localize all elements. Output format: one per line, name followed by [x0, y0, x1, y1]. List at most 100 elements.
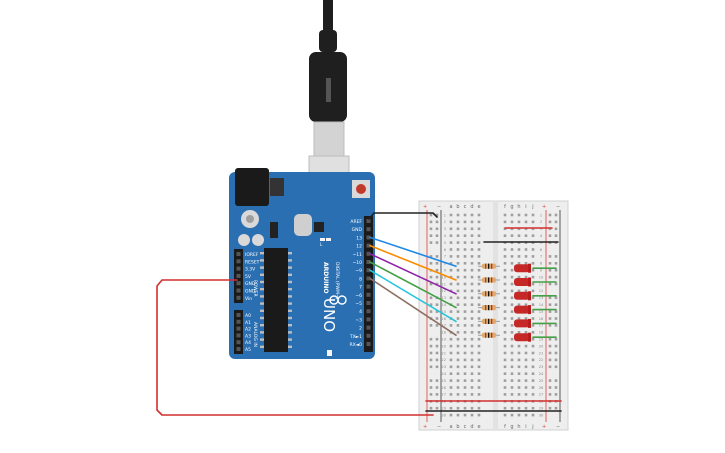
analog-section-label: ANALOG IN: [252, 322, 258, 347]
rail-minus-top-right: −: [556, 204, 560, 210]
resistor[interactable]: [478, 332, 500, 338]
breadboard-hole: [449, 227, 453, 231]
breadboard-hole: [477, 234, 481, 237]
breadboard-hole: [449, 393, 453, 396]
breadboard-hole: [456, 337, 460, 341]
breadboard-hole: [456, 413, 460, 417]
row-number: 17: [441, 324, 446, 328]
rail-hole: [554, 234, 558, 237]
rail-hole: [429, 227, 433, 231]
digital-pin-label: RX◄0: [349, 342, 362, 348]
row-number: 3: [540, 227, 542, 231]
power-jack: [235, 168, 269, 206]
rail-hole: [554, 268, 558, 272]
power-pin-label: Vin: [245, 296, 252, 302]
breadboard-hole: [470, 386, 474, 389]
led-rim: [528, 332, 531, 342]
wire-signal[interactable]: [369, 261, 457, 309]
breadboard-hole: [517, 406, 521, 410]
arduino-board[interactable]: L ARDUINO UNO DIGITAL (PWM~) IOREFRESET3…: [229, 168, 375, 359]
row-number: 27: [539, 393, 544, 397]
resistor-band: [491, 263, 493, 269]
chip-pin: [260, 252, 264, 255]
analog-pin-label: A2: [245, 327, 251, 333]
usb-cable[interactable]: [308, 0, 350, 193]
rail-hole: [554, 324, 558, 327]
led[interactable]: [514, 332, 531, 342]
breadboard-hole: [470, 379, 474, 382]
rail-hole: [435, 268, 439, 272]
column-label: h: [517, 424, 520, 430]
wire-signal[interactable]: [369, 244, 457, 281]
breadboard-hole: [517, 393, 521, 396]
chip-pin: [288, 273, 292, 276]
led[interactable]: [514, 277, 531, 287]
breadboard-hole: [470, 303, 474, 306]
rail-hole: [435, 234, 439, 237]
breadboard-hole: [510, 324, 514, 327]
breadboard-hole: [517, 234, 521, 237]
breadboard-hole: [470, 365, 474, 369]
header-hole: [366, 342, 371, 346]
wire-signal[interactable]: [369, 269, 457, 323]
breadboard-hole: [456, 282, 460, 286]
breadboard-hole: [449, 234, 453, 237]
breadboard-hole: [503, 248, 507, 251]
rail-hole: [548, 324, 552, 327]
resistor[interactable]: [478, 318, 500, 324]
breadboard-hole: [524, 358, 528, 362]
led[interactable]: [514, 291, 531, 301]
led[interactable]: [514, 305, 531, 315]
breadboard-hole: [531, 324, 535, 327]
row-number: 24: [539, 372, 544, 376]
resistor[interactable]: [478, 305, 500, 311]
wire-signal[interactable]: [369, 236, 457, 268]
rail-hole: [548, 317, 552, 320]
breadboard-hole: [503, 268, 507, 272]
breadboard-hole: [503, 344, 507, 348]
breadboard-hole: [524, 275, 528, 279]
column-label: i: [525, 424, 526, 430]
resistor-band: [485, 318, 487, 324]
breadboard-hole: [517, 275, 521, 279]
header-hole: [366, 317, 371, 322]
breadboard-hole: [463, 372, 467, 375]
rail-hole: [435, 351, 439, 355]
rail-hole: [435, 406, 439, 410]
resistor[interactable]: [478, 291, 500, 297]
breadboard-hole: [470, 213, 474, 217]
wire-signal[interactable]: [369, 277, 457, 337]
resistor-band: [488, 305, 490, 311]
row-number: 1: [444, 213, 446, 217]
usb-cord: [323, 0, 333, 30]
column-label: b: [456, 424, 459, 430]
led[interactable]: [514, 318, 531, 328]
led[interactable]: [514, 263, 531, 273]
rail-hole: [429, 324, 433, 327]
breadboard-hole: [463, 331, 467, 334]
breadboard-hole: [503, 365, 507, 369]
wire-power[interactable]: [156, 279, 434, 416]
row-number: 19: [441, 338, 446, 342]
chip-pin: [260, 266, 264, 269]
breadboard-hole: [531, 220, 535, 224]
chip-pin: [260, 324, 264, 327]
breadboard-hole: [470, 227, 474, 231]
wire-signal[interactable]: [369, 253, 457, 295]
reset-button[interactable]: [356, 184, 366, 194]
resistor[interactable]: [478, 277, 500, 283]
breadboard-hole: [517, 386, 521, 389]
power-pin-label: GND: [245, 289, 256, 295]
wire-ground[interactable]: [368, 212, 438, 220]
breadboard-hole: [463, 317, 467, 320]
breadboard-hole: [456, 296, 460, 300]
rail-plus-bottom-right: +: [542, 424, 546, 430]
rail-hole: [548, 310, 552, 313]
resistor[interactable]: [478, 263, 500, 269]
breadboard-hole: [470, 372, 474, 375]
column-label: g: [510, 204, 513, 210]
chip-pin: [260, 288, 264, 291]
